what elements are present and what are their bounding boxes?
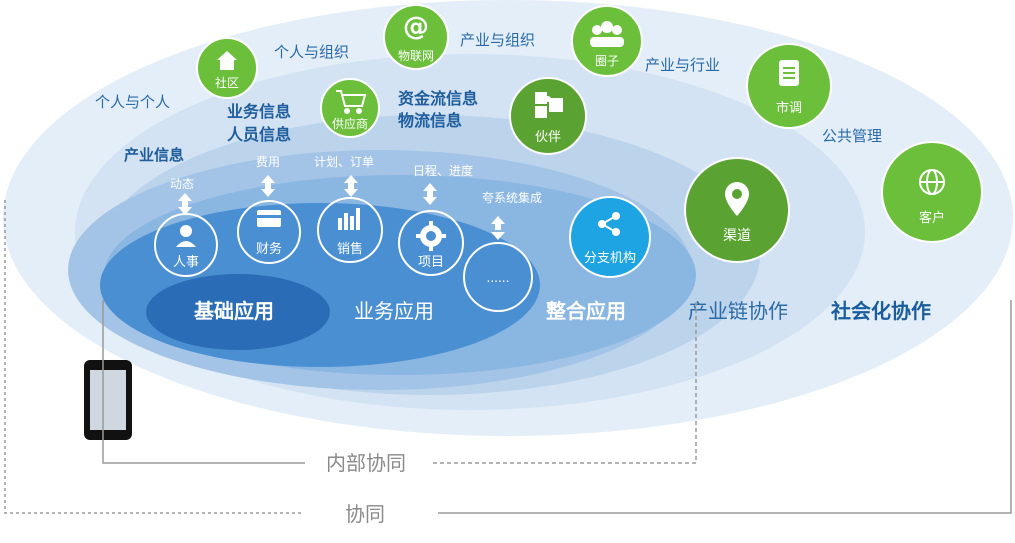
wallet-icon: [257, 210, 281, 227]
node-more: ......: [463, 242, 533, 312]
internal-bracket: [102, 300, 697, 464]
core-ellipse: [146, 274, 330, 350]
node-project-label: 项目: [418, 255, 444, 270]
node-channel: 渠道: [684, 157, 790, 263]
node-customer: 客户: [881, 141, 983, 243]
label-cross-system: 夸系统集成: [482, 190, 542, 205]
globe-icon: [919, 169, 945, 195]
node-finance-label: 财务: [256, 241, 282, 257]
label-schedule: 日程、进度: [413, 163, 473, 178]
node-sales-label: 销售: [337, 241, 363, 257]
node-partner: 伙伴: [509, 77, 587, 155]
label-fund-info: 资金流信息: [398, 89, 478, 108]
node-market: 市调: [746, 43, 832, 129]
node-sales: 销售: [317, 197, 383, 263]
double-arrow-dynamic: [178, 193, 192, 215]
label-industry-industry: 产业与行业: [645, 56, 720, 74]
double-arrow-plan: [344, 175, 358, 197]
layer-business: 业务应用: [354, 299, 434, 323]
label-collab: 协同: [345, 502, 385, 526]
clipboard-icon: [779, 60, 799, 86]
people-icon: [590, 21, 624, 47]
double-arrow-expense: [261, 175, 275, 197]
label-person-org: 个人与组织: [274, 43, 349, 61]
double-arrow-cross-system: [491, 216, 505, 240]
node-iot: @ 物联网: [383, 4, 449, 70]
layer-industry-chain: 产业链协作: [688, 299, 788, 323]
label-plan-order: 计划、订单: [314, 155, 374, 169]
node-supplier: 供应商: [320, 78, 380, 138]
layer-integration: 整合应用: [545, 299, 626, 323]
label-biz-info: 业务信息: [227, 102, 291, 121]
layer-basic: 基础应用: [194, 299, 274, 323]
node-hr-label: 人事: [173, 255, 199, 270]
location-pin-icon: [725, 182, 749, 216]
node-customer-label: 客户: [919, 210, 945, 226]
node-partner-label: 伙伴: [535, 130, 561, 145]
home-icon: [217, 51, 237, 70]
node-circle-label: 圈子: [595, 54, 619, 68]
label-industry-org: 产业与组织: [460, 31, 535, 49]
node-finance: 财务: [237, 200, 301, 264]
at-icon: @: [403, 12, 429, 42]
phone-icon: [84, 360, 132, 440]
label-expense: 费用: [256, 155, 280, 169]
node-more-label: ......: [487, 271, 510, 285]
node-branch: 分支机构: [569, 196, 651, 278]
label-dynamic: 动态: [170, 177, 194, 191]
bar-chart-icon: [338, 208, 360, 230]
label-industry-info: 产业信息: [124, 146, 184, 164]
label-logistics-info: 物流信息: [398, 111, 462, 130]
label-person-person: 个人与个人: [95, 93, 170, 111]
node-iot-label: 物联网: [398, 49, 434, 63]
node-branch-label: 分支机构: [584, 251, 636, 266]
collab-bracket: [4, 200, 1012, 514]
node-channel-label: 渠道: [723, 228, 751, 244]
inner-ellipse: [100, 203, 540, 367]
person-icon: [176, 225, 196, 247]
share-icon: [598, 212, 620, 236]
node-market-label: 市调: [776, 100, 802, 116]
layer-social: 社会化协作: [830, 299, 931, 323]
cart-icon: [336, 90, 367, 114]
node-hr: 人事: [154, 213, 218, 277]
label-public-mgmt: 公共管理: [822, 127, 882, 145]
double-arrow-schedule: [423, 183, 437, 205]
node-supplier-label: 供应商: [332, 116, 368, 131]
node-project: 项目: [398, 210, 464, 276]
node-community: 社区: [196, 37, 258, 99]
node-circle: 圈子: [571, 5, 643, 77]
label-internal-collab: 内部协同: [326, 451, 406, 475]
puzzle-icon: [535, 92, 563, 118]
gear-icon: [416, 221, 446, 251]
label-staff-info: 人员信息: [227, 125, 291, 144]
node-community-label: 社区: [215, 75, 239, 90]
